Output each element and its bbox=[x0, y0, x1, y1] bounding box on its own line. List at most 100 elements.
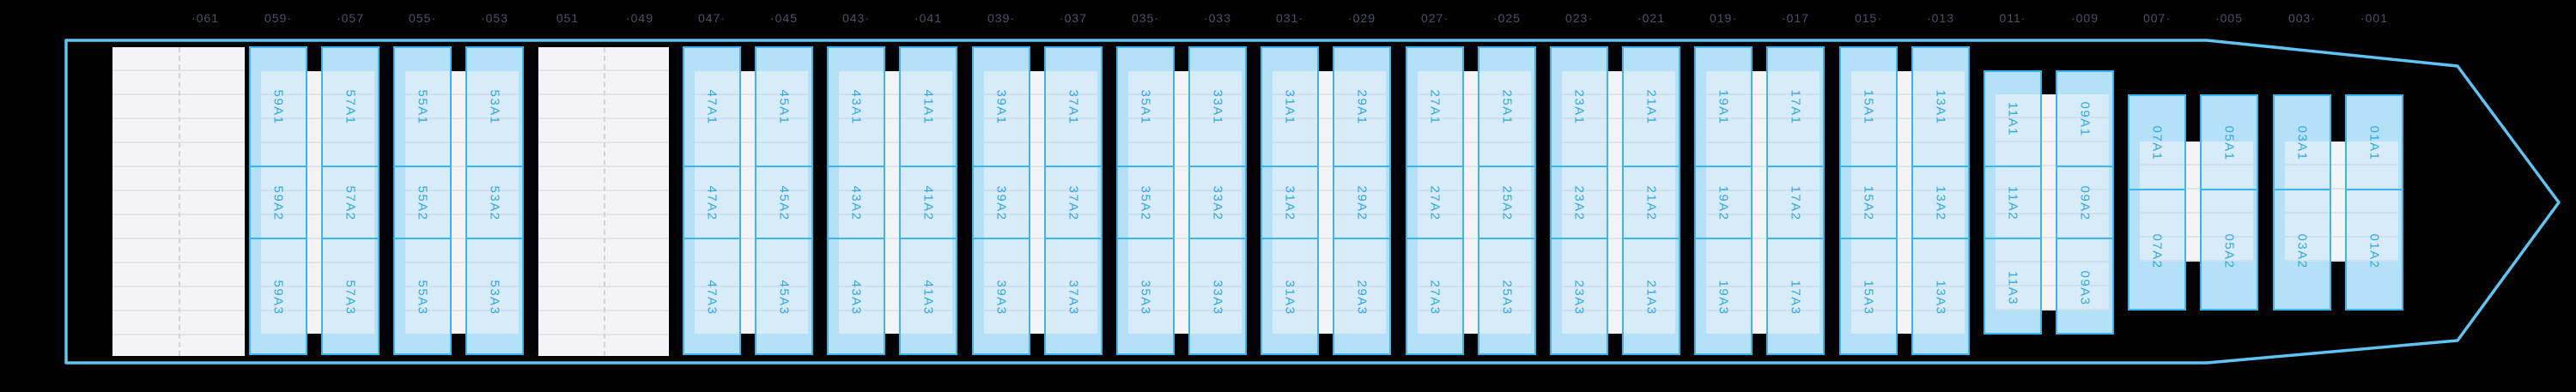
stowage-cell-33A2[interactable]: 33A2 bbox=[1210, 185, 1225, 221]
stowage-cell-23A2[interactable]: 23A2 bbox=[1571, 185, 1587, 221]
stowage-cell-29A3[interactable]: 29A3 bbox=[1354, 280, 1370, 316]
stowage-cell-43A3[interactable]: 43A3 bbox=[848, 280, 864, 316]
stowage-cell-53A1[interactable]: 53A1 bbox=[487, 89, 502, 125]
stowage-cell-13A1[interactable]: 13A1 bbox=[1933, 89, 1948, 125]
stowage-cell-35A3[interactable]: 35A3 bbox=[1138, 280, 1153, 316]
stowage-cell-37A1[interactable]: 37A1 bbox=[1066, 89, 1081, 125]
stowage-cell-57A1[interactable]: 57A1 bbox=[343, 89, 358, 125]
stowage-cell-05A2[interactable]: 05A2 bbox=[2221, 233, 2237, 269]
stowage-cell-41A2[interactable]: 41A2 bbox=[920, 185, 936, 221]
stowage-cell-09A3[interactable]: 09A3 bbox=[2077, 270, 2093, 306]
stowage-cell-57A3[interactable]: 57A3 bbox=[343, 280, 358, 316]
bay-number-label: 007· bbox=[2142, 11, 2172, 25]
stowage-cell-13A2[interactable]: 13A2 bbox=[1933, 185, 1948, 221]
stowage-cell-15A3[interactable]: 15A3 bbox=[1861, 280, 1876, 316]
stowage-cell-41A1[interactable]: 41A1 bbox=[920, 89, 936, 125]
slot-deck-overlay bbox=[1624, 71, 1675, 334]
stowage-cell-21A2[interactable]: 21A2 bbox=[1643, 185, 1659, 221]
slot-deck-overlay bbox=[1479, 71, 1531, 334]
stowage-cell-31A3[interactable]: 31A3 bbox=[1282, 280, 1297, 316]
stowage-cell-25A1[interactable]: 25A1 bbox=[1499, 89, 1515, 125]
stowage-cell-45A1[interactable]: 45A1 bbox=[776, 89, 792, 125]
stowage-cell-19A2[interactable]: 19A2 bbox=[1716, 185, 1731, 221]
stowage-cell-01A1[interactable]: 01A1 bbox=[2366, 125, 2382, 161]
bay-slot-53: 53A1 53A2 53A3 bbox=[465, 46, 524, 355]
stowage-cell-39A3[interactable]: 39A3 bbox=[993, 280, 1009, 316]
stowage-cell-37A3[interactable]: 37A3 bbox=[1066, 280, 1081, 316]
stowage-cell-47A3[interactable]: 47A3 bbox=[704, 280, 720, 316]
stowage-cell-43A1[interactable]: 43A1 bbox=[848, 89, 864, 125]
stowage-cell-55A3[interactable]: 55A3 bbox=[415, 280, 430, 316]
stowage-cell-39A2[interactable]: 39A2 bbox=[993, 185, 1009, 221]
slot-deck-overlay bbox=[2202, 142, 2253, 262]
stowage-cell-09A2[interactable]: 09A2 bbox=[2077, 185, 2093, 221]
bay-number-label: ·037 bbox=[1059, 11, 1088, 25]
stowage-cell-59A3[interactable]: 59A3 bbox=[270, 280, 286, 316]
stowage-cell-03A1[interactable]: 03A1 bbox=[2294, 125, 2310, 161]
stowage-cell-27A3[interactable]: 27A3 bbox=[1427, 280, 1443, 316]
stowage-cell-19A1[interactable]: 19A1 bbox=[1716, 89, 1731, 125]
stowage-cell-45A2[interactable]: 45A2 bbox=[776, 185, 792, 221]
slot-deck-overlay bbox=[1046, 71, 1097, 334]
stowage-cell-59A2[interactable]: 59A2 bbox=[270, 185, 286, 221]
stowage-cell-33A3[interactable]: 33A3 bbox=[1210, 280, 1225, 316]
stowage-cell-01A2[interactable]: 01A2 bbox=[2366, 233, 2382, 269]
stowage-cell-07A1[interactable]: 07A1 bbox=[2149, 125, 2165, 161]
stowage-cell-13A3[interactable]: 13A3 bbox=[1933, 280, 1948, 316]
stowage-cell-21A3[interactable]: 21A3 bbox=[1643, 280, 1659, 316]
stowage-cell-33A1[interactable]: 33A1 bbox=[1210, 89, 1225, 125]
stowage-cell-03A2[interactable]: 03A2 bbox=[2294, 233, 2310, 269]
stowage-cell-53A3[interactable]: 53A3 bbox=[487, 280, 502, 316]
stowage-cell-17A1[interactable]: 17A1 bbox=[1788, 89, 1803, 125]
stowage-cell-59A1[interactable]: 59A1 bbox=[270, 89, 286, 125]
stowage-cell-11A3[interactable]: 11A3 bbox=[2005, 271, 2020, 305]
stowage-cell-45A3[interactable]: 45A3 bbox=[776, 280, 792, 316]
stowage-cell-17A2[interactable]: 17A2 bbox=[1788, 185, 1803, 221]
stowage-cell-41A3[interactable]: 41A3 bbox=[920, 280, 936, 316]
bay-number-label: ·017 bbox=[1781, 11, 1810, 25]
bay-pair-11-09: 11A1 11A2 11A3 09A1 09A2 09A3 bbox=[1984, 70, 2114, 335]
hatch-centerline-dash bbox=[179, 47, 180, 356]
stowage-cell-43A2[interactable]: 43A2 bbox=[848, 185, 864, 221]
stowage-cell-35A1[interactable]: 35A1 bbox=[1138, 89, 1153, 125]
stowage-cell-57A2[interactable]: 57A2 bbox=[343, 185, 358, 221]
stowage-cell-15A2[interactable]: 15A2 bbox=[1861, 185, 1876, 221]
stowage-cell-39A1[interactable]: 39A1 bbox=[993, 89, 1009, 125]
stowage-cell-27A2[interactable]: 27A2 bbox=[1427, 185, 1443, 221]
stowage-cell-07A2[interactable]: 07A2 bbox=[2149, 233, 2165, 269]
stowage-cell-31A2[interactable]: 31A2 bbox=[1282, 185, 1297, 221]
stowage-cell-11A2[interactable]: 11A2 bbox=[2005, 186, 2020, 220]
stowage-cell-23A3[interactable]: 23A3 bbox=[1571, 280, 1587, 316]
stowage-cell-55A1[interactable]: 55A1 bbox=[415, 89, 430, 125]
stowage-cell-15A1[interactable]: 15A1 bbox=[1861, 89, 1876, 125]
stowage-cell-23A1[interactable]: 23A1 bbox=[1571, 89, 1587, 125]
stowage-cell-47A2[interactable]: 47A2 bbox=[704, 185, 720, 221]
stowage-cell-09A1[interactable]: 09A1 bbox=[2077, 101, 2093, 137]
stowage-cell-25A2[interactable]: 25A2 bbox=[1499, 185, 1515, 221]
bay-pair-55-53: 55A1 55A2 55A3 53A1 53A2 53A3 bbox=[393, 46, 524, 355]
stowage-cell-37A2[interactable]: 37A2 bbox=[1066, 185, 1081, 221]
stowage-cell-53A2[interactable]: 53A2 bbox=[487, 185, 502, 221]
stowage-cell-35A2[interactable]: 35A2 bbox=[1138, 185, 1153, 221]
stowage-cell-27A1[interactable]: 27A1 bbox=[1427, 89, 1443, 125]
tier-divider-line bbox=[1551, 165, 1607, 167]
stowage-cell-55A2[interactable]: 55A2 bbox=[415, 185, 430, 221]
stowage-cell-17A3[interactable]: 17A3 bbox=[1788, 280, 1803, 316]
tier-divider-line bbox=[1984, 238, 2041, 239]
stowage-cell-25A3[interactable]: 25A3 bbox=[1499, 280, 1515, 316]
stowage-cell-05A1[interactable]: 05A1 bbox=[2221, 125, 2237, 161]
tier-divider-line bbox=[250, 238, 307, 239]
stowage-cell-31A1[interactable]: 31A1 bbox=[1282, 89, 1297, 125]
tier-divider-line bbox=[1406, 238, 1463, 239]
stowage-cell-11A1[interactable]: 11A1 bbox=[2005, 102, 2020, 136]
stowage-cell-29A2[interactable]: 29A2 bbox=[1354, 185, 1370, 221]
stowage-cell-29A1[interactable]: 29A1 bbox=[1354, 89, 1370, 125]
stowage-cell-19A3[interactable]: 19A3 bbox=[1716, 280, 1731, 316]
tier-divider-line bbox=[1406, 165, 1463, 167]
stowage-cell-47A1[interactable]: 47A1 bbox=[704, 89, 720, 125]
stowage-cell-21A1[interactable]: 21A1 bbox=[1643, 89, 1659, 125]
bay-pair-43-41: 43A1 43A2 43A3 41A1 41A2 41A3 bbox=[827, 46, 957, 355]
tier-divider-line bbox=[1912, 238, 1969, 239]
bay-number-label: ·029 bbox=[1347, 11, 1376, 25]
